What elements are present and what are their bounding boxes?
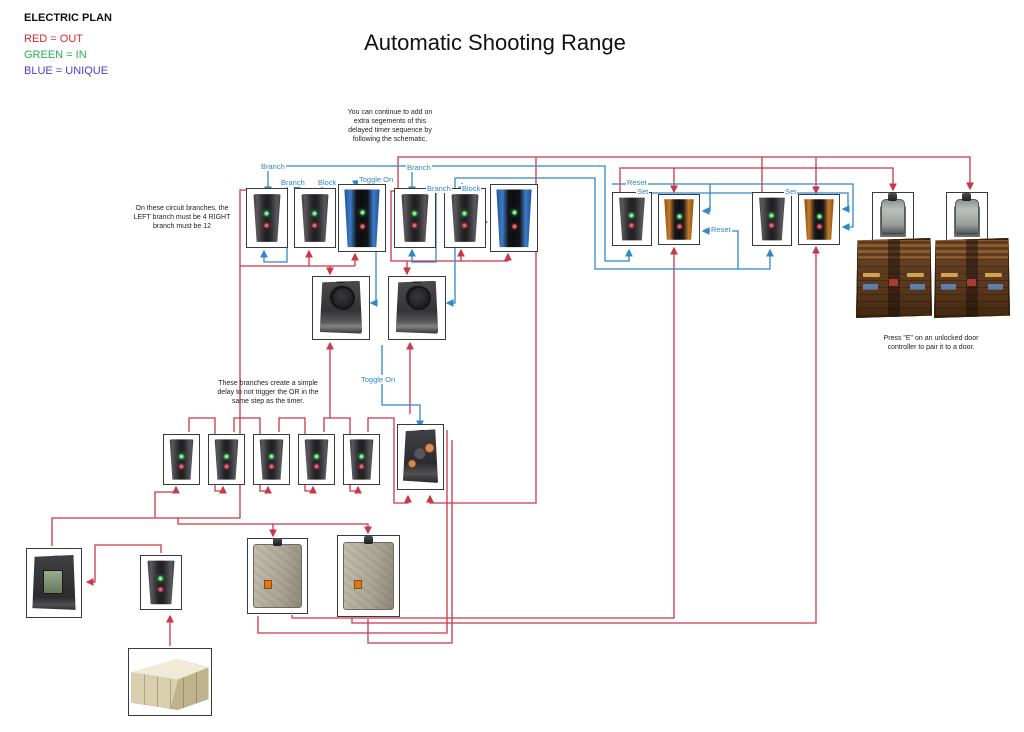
legend-green-in: GREEN = IN (24, 49, 87, 61)
wire-label: Toggle On (358, 175, 395, 184)
or-switch-icon (402, 429, 439, 483)
garage-door-icon (934, 238, 1010, 318)
timer-box (312, 276, 370, 340)
electrical-branch-icon (619, 197, 645, 241)
blocker-icon (344, 189, 380, 248)
splitter-box (337, 535, 400, 617)
smart-switch-icon (32, 555, 76, 610)
garage-door (934, 238, 1010, 318)
electrical-branch-box (612, 192, 652, 246)
electrical-branch-icon (301, 194, 329, 242)
splitter-icon (343, 535, 394, 611)
note-text: These branches create a simple delay to … (217, 380, 319, 406)
splitter-icon (253, 538, 302, 608)
blocker-box (490, 184, 538, 252)
blocker-box (338, 184, 386, 252)
door-controller-icon (954, 193, 980, 235)
timer-box (388, 276, 446, 340)
electrical-branch-icon (401, 194, 429, 242)
wire-blue (701, 227, 739, 269)
garage-door-icon (856, 238, 932, 318)
door-controller-box (872, 192, 914, 242)
wire-label: Block (461, 184, 482, 193)
timer-icon (319, 280, 363, 334)
electrical-branch-box (208, 434, 245, 485)
electrical-branch-icon (169, 439, 194, 480)
legend-red-out: RED = OUT (24, 33, 83, 45)
wire-label: Toggle On (360, 375, 397, 384)
note-text: You can continue to add on extra segemen… (347, 109, 433, 144)
blocker-icon (496, 189, 532, 248)
electrical-branch-icon (214, 439, 239, 480)
wire-label: Reset (710, 225, 732, 234)
wire-label: Set (784, 187, 798, 196)
garage-door (856, 238, 932, 318)
wire-red (273, 523, 372, 535)
electrical-branch-box (253, 434, 290, 485)
memory-cell-icon (664, 199, 694, 240)
smart-switch-box (26, 548, 82, 618)
wire-label: Branch (426, 184, 452, 193)
wire-red (177, 518, 277, 538)
electrical-branch-box (752, 192, 792, 246)
wire-label: Branch (406, 163, 432, 172)
legend-title: ELECTRIC PLAN (24, 12, 112, 24)
electrical-branch-icon (451, 194, 479, 242)
note-text: On these circuit branches, the LEFT bran… (133, 205, 231, 231)
wire-label: Set (636, 187, 650, 196)
memory-cell-box (658, 194, 700, 245)
page-title: Automatic Shooting Range (364, 30, 626, 55)
or-switch-box (397, 424, 444, 490)
test-generator-box (128, 648, 212, 716)
door-controller-box (946, 192, 988, 242)
door-controller-icon (880, 193, 906, 235)
electrical-branch-icon (759, 197, 785, 241)
legend-blue-unique: BLUE = UNIQUE (24, 65, 109, 77)
note-text: Press "E" on an unlocked door controller… (883, 335, 979, 352)
electrical-branch-box (444, 188, 486, 248)
legend: ELECTRIC PLAN RED = OUT GREEN = IN BLUE … (24, 12, 112, 81)
electrical-branch-icon (304, 439, 329, 480)
electrical-branch-box (343, 434, 380, 485)
wire-label: Reset (626, 178, 648, 187)
wire-red (397, 156, 974, 191)
electrical-branch-box (140, 555, 182, 610)
wire-red (619, 167, 897, 192)
wire-label: Branch (260, 162, 286, 171)
wire-blue (381, 345, 424, 429)
electrical-branch-box (394, 188, 436, 248)
memory-cell-box (798, 194, 840, 245)
electrical-branch-box (294, 188, 336, 248)
electrical-branch-icon (349, 439, 374, 480)
electrical-branch-icon (253, 194, 281, 242)
splitter-box (247, 538, 308, 614)
timer-icon (395, 280, 439, 334)
wire-red (51, 485, 180, 546)
electrical-branch-box (246, 188, 288, 248)
memory-cell-icon (804, 199, 834, 240)
wire-label: Branch (280, 178, 306, 187)
electrical-branch-icon (259, 439, 284, 480)
electrical-branch-box (298, 434, 335, 485)
test-generator-icon (131, 658, 209, 710)
electrical-branch-box (163, 434, 200, 485)
wire-blue (701, 184, 711, 215)
wire-label: Block (317, 178, 338, 187)
electrical-branch-icon (147, 560, 175, 605)
